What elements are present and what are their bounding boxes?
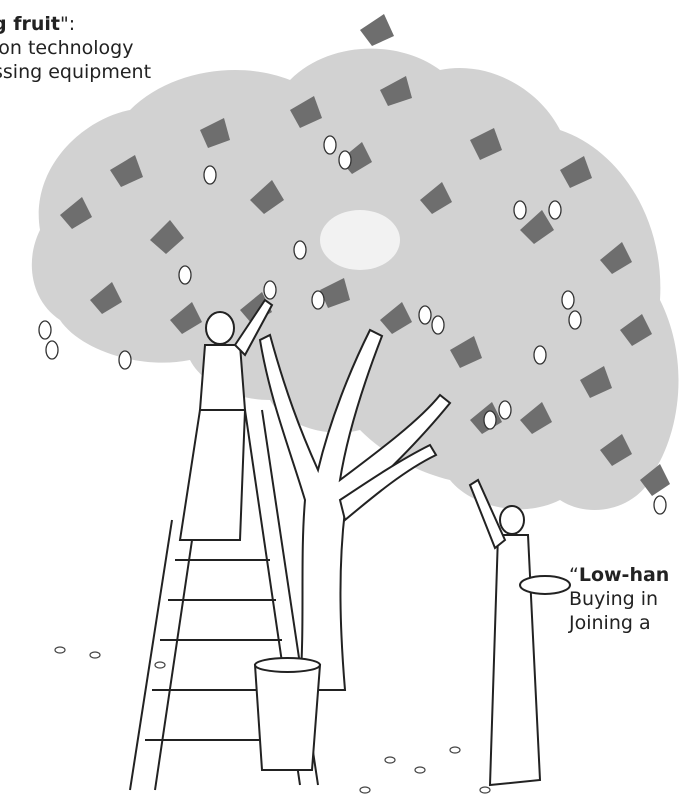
bucket-icon <box>253 657 322 771</box>
picker-with-basket-icon <box>468 478 571 787</box>
high-fruit-title: g fruit": <box>0 13 76 35</box>
leaf-clusters <box>60 14 670 496</box>
tree-canopy <box>31 48 679 511</box>
low-fruit-line-1: Buying in <box>569 588 659 610</box>
low-hanging-fruit-label: “Low-han Buying in Joining a <box>569 563 669 635</box>
high-hanging-fruit-label: g fruit": ion technology ssing equipment <box>0 12 151 84</box>
low-fruit-line-2: Joining a <box>569 612 651 634</box>
high-fruit-line-2: ssing equipment <box>0 61 152 83</box>
ground-fruit <box>54 646 491 794</box>
low-fruit-title: “Low-han <box>569 564 670 586</box>
tree-trunk <box>258 328 452 691</box>
mango-fruits <box>38 135 667 515</box>
picker-on-ladder-icon <box>178 298 274 541</box>
high-fruit-line-1: ion technology <box>0 37 134 59</box>
